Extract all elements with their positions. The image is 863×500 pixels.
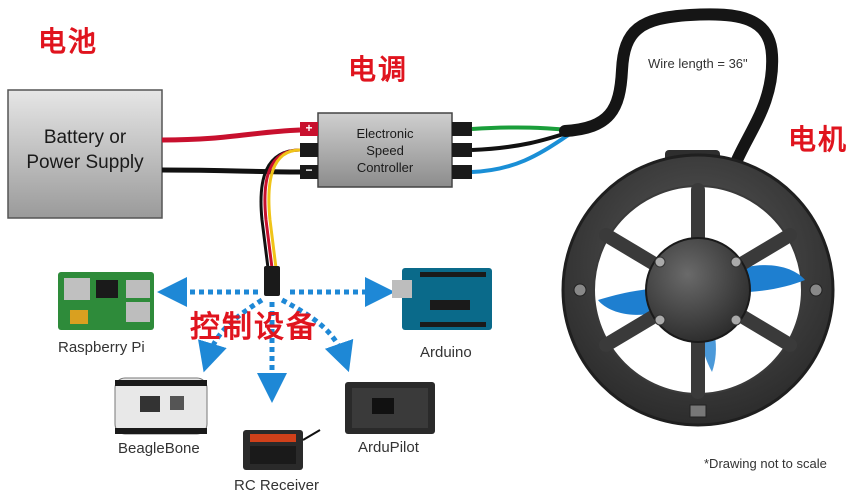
rc-receiver-board [243,429,321,470]
motor-phase-wires [471,125,572,174]
esc-label-line1: Electronic [356,126,414,141]
raspberry-pi-label: Raspberry Pi [58,339,145,356]
beaglebone-board [114,377,208,435]
battery-label-line1: Battery or [43,127,127,148]
power-wires [161,127,301,175]
esc-label-line3: Controller [356,160,414,175]
battery-cn-label: 电池 [38,25,99,58]
thruster-motor [561,150,835,427]
ardupilot-label: ArduPilot [358,439,419,456]
rc-receiver-label: RC Receiver [234,477,320,494]
battery-box [7,89,163,219]
arduino-board [392,268,492,330]
beaglebone-label: BeagleBone [118,440,200,457]
battery-label: Battery or Power Supply [8,125,162,175]
esc-cn-label: 电调 [348,53,409,86]
signal-arrows [157,277,395,403]
battery-label-line2: Power Supply [26,152,144,173]
raspberry-pi-board [58,272,154,330]
control-cn-label: 控制设备 [190,310,318,345]
esc-minus-sign: − [305,163,313,177]
arduino-label: Arduino [420,344,472,361]
motor-cn-label: 电机 [788,123,849,156]
esc-box [300,112,472,188]
scale-note: *Drawing not to scale [704,456,827,471]
wire-length-note: Wire length = 36" [648,56,748,71]
esc-label: Electronic Speed Controller [318,125,452,176]
esc-plus-sign: + [305,121,313,135]
signal-wire [259,148,301,296]
ardupilot-board [345,382,435,434]
esc-label-line2: Speed [366,143,404,158]
